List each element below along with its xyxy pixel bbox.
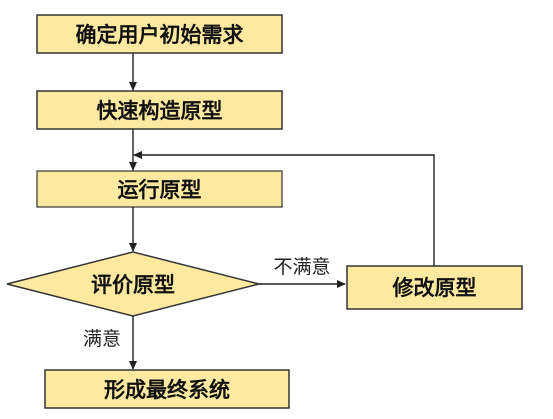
node-final-system-box	[44, 369, 290, 409]
node-build-prototype-box	[36, 90, 283, 130]
node-final-system-label: 形成最终系统	[104, 378, 230, 402]
node-modify-prototype: 修改原型	[346, 265, 523, 310]
node-define-requirements: 确定用户初始需求	[36, 14, 283, 54]
node-modify-prototype-label: 修改原型	[392, 276, 477, 300]
edge-label-not-satisfied: 不满意	[273, 256, 330, 278]
node-modify-prototype-box	[346, 265, 523, 310]
node-run-prototype-label: 运行原型	[118, 178, 202, 202]
node-build-prototype: 快速构造原型	[36, 90, 283, 130]
node-define-requirements-box	[36, 14, 283, 54]
node-run-prototype: 运行原型	[36, 170, 283, 208]
node-evaluate-prototype: 评价原型	[6, 251, 260, 317]
edge-modify-feedback-loop	[133, 151, 435, 266]
node-build-prototype-label: 快速构造原型	[97, 99, 223, 123]
node-run-prototype-box	[36, 170, 283, 208]
edge-label-satisfied: 满意	[83, 328, 121, 350]
node-define-requirements-label: 确定用户初始需求	[76, 23, 244, 47]
node-final-system: 形成最终系统	[44, 369, 290, 409]
node-evaluate-prototype-label: 评价原型	[91, 273, 175, 297]
